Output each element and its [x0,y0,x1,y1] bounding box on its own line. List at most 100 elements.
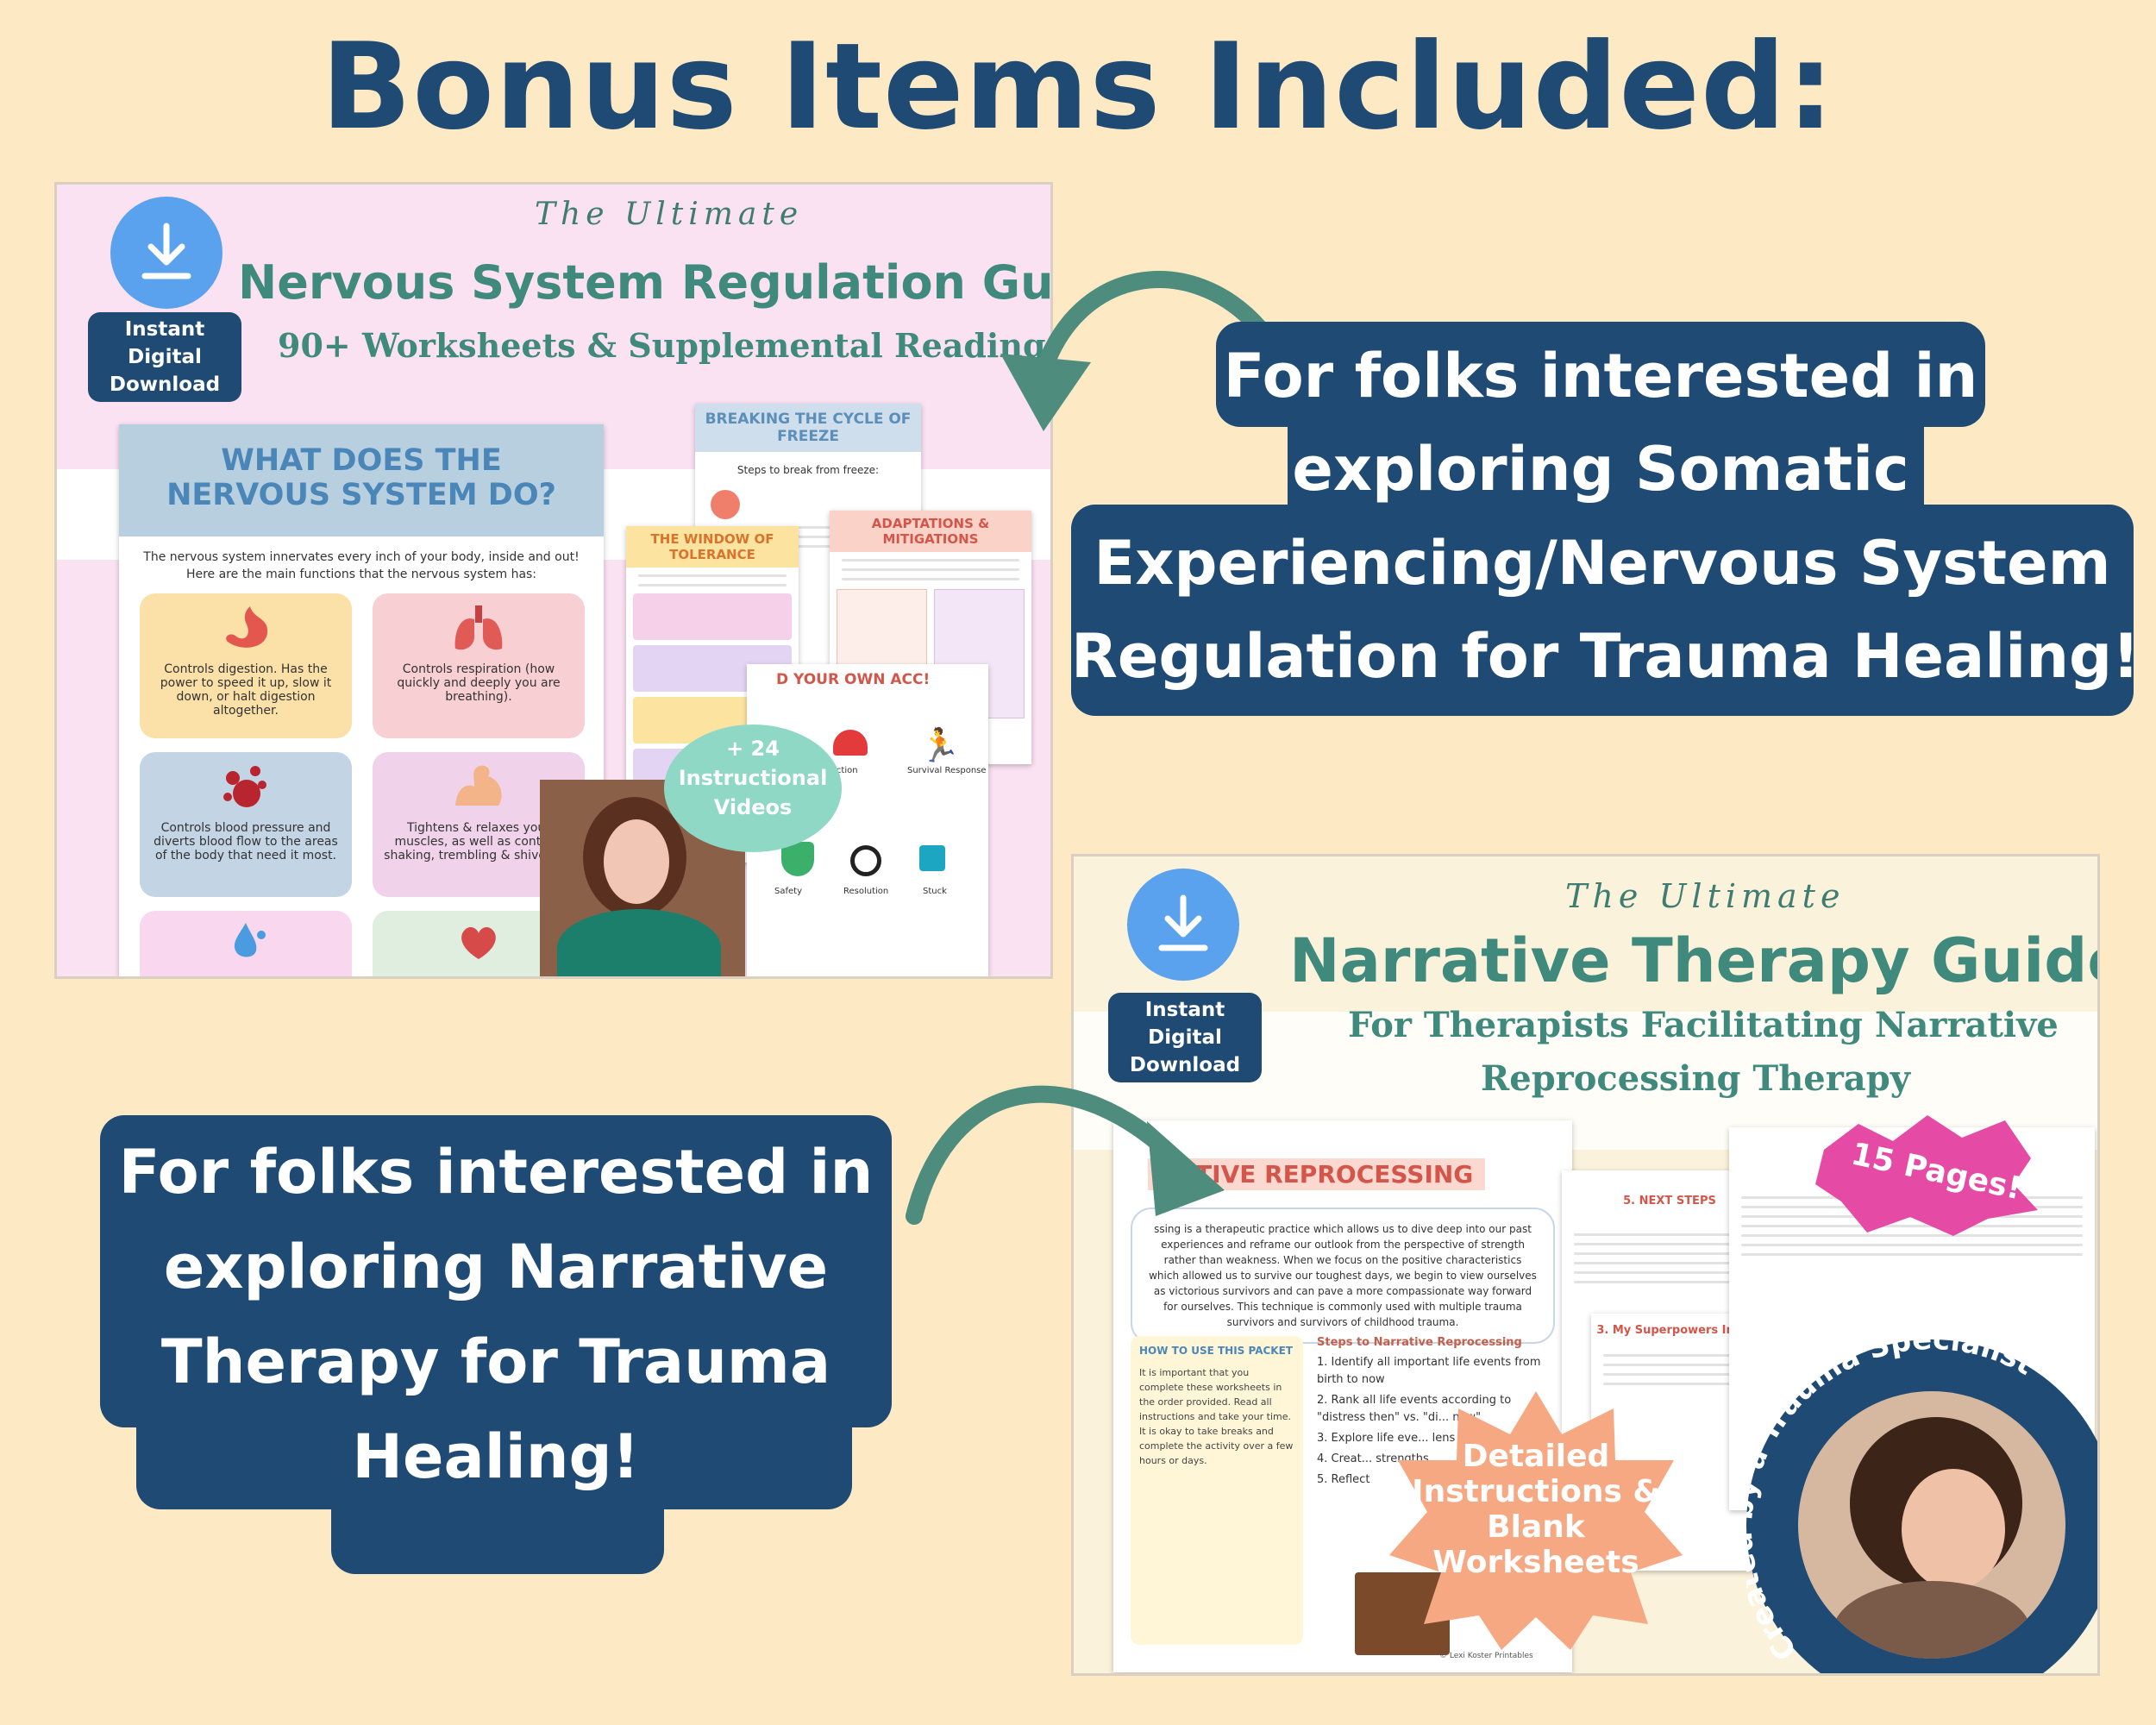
instructions-line: Blank [1487,1509,1585,1545]
sheet-title: NERVOUS SYSTEM DO? [166,478,556,512]
worksheet-narrative-reprocessing: RATIVE REPROCESSING ssing is a therapeut… [1113,1120,1572,1672]
instructions-starburst [1389,1391,1683,1650]
badge-line: Download [1129,1054,1241,1076]
somatic-line: Regulation for Trauma Healing! [1071,621,2140,692]
sheet-title: BREAKING THE CYCLE OF FREEZE [705,411,912,445]
running-person-icon: 🏃 [919,726,961,764]
specialist-badge [1746,1339,2097,1673]
narrative-line: Healing! [352,1421,640,1492]
worksheet-nervous-system: WHAT DOES THE NERVOUS SYSTEM DO? The ner… [119,424,604,976]
nervous-system-guide-card[interactable]: Instant Digital Download The Ultimate Ne… [57,185,1050,976]
svg-text:Created by a Trauma Specialist: Created by a Trauma Specialist [1746,1339,2040,1667]
specialist-photo [1798,1391,2065,1659]
sheet-title: RATIVE REPROCESSING [1148,1158,1486,1190]
step-item: 1. Identify all important life events fr… [1317,1356,1541,1386]
guide-title: Narrative Therapy Guide [1289,925,2097,996]
somatic-bubble-bottom [1071,505,2134,716]
sheet-title: ADAPTATIONS & MITIGATIONS [871,516,990,547]
narrative-bubble-top [100,1115,892,1427]
tile-text: Controls blood pressure and diverts bloo… [154,821,338,862]
narrative-line: Therapy for Trauma [160,1327,831,1397]
face-shape [1902,1469,2005,1590]
instructions-line: Detailed [1462,1439,1610,1474]
sweat-drops-icon [234,923,266,957]
badge-line: Instant Digital [124,318,205,368]
acc-label: Resolution [843,887,889,896]
function-tile: Controls respiration (how quickly and de… [373,593,585,738]
shield-icon [781,842,814,876]
narrative-bubble-bottom [331,1466,664,1574]
steps-list: Steps to Narrative Reprocessing 1. Ident… [1317,1336,1558,1489]
function-tile: Controls blood pressure and diverts bloo… [140,752,352,897]
tile-text: Controls respiration (how quickly and de… [397,662,561,704]
blood-cells-icon [223,766,266,807]
sheet-title: D YOUR OWN ACC! [747,664,988,688]
tile-text: Tightens & relaxes your muscles, as well… [384,821,573,862]
curved-arrow-icon [906,1085,1225,1225]
download-icon [110,197,222,309]
sheet-header: WHAT DOES THE NERVOUS SYSTEM DO? [119,424,604,536]
heart-organ-icon [461,927,496,959]
instructions-line: Instructions & [1412,1474,1660,1509]
download-icon [1127,869,1239,981]
page-title: Bonus Items Included: [321,17,1835,156]
face-shape [604,819,669,904]
sheet-intro: Here are the main functions that the ner… [185,568,537,581]
acc-label: Survival Response [907,766,987,775]
sheet-intro: The nervous system innervates every inch… [143,550,580,564]
sheet-header: ADAPTATIONS & MITIGATIONS [830,511,1031,552]
shirt-shape [1833,1581,2031,1659]
tile-text: Controls digestion. Has the power to spe… [160,662,332,718]
zone-box [633,593,792,640]
videos-line: Instructional [678,766,828,790]
badge-line: Download [109,373,221,396]
guide-kicker: The Ultimate [1565,877,1846,915]
acc-label: Stuck [923,887,947,896]
howto-text: It is important that you complete these … [1139,1367,1294,1466]
instructions-line: Worksheets [1432,1545,1639,1580]
guide-subtitle: Reprocessing Therapy [1481,1058,1910,1099]
specialist-text: Created by a Trauma Specialist [1746,1339,2040,1667]
pages-starburst [1815,1115,2038,1236]
sheet-intro: ssing is a therapeutic practice which al… [1131,1208,1555,1344]
instant-download-badge: Instant Digital Download [88,312,241,402]
lungs-icon [454,605,503,650]
footer-credit: © Lexi Koster Printables [1439,1652,1533,1660]
function-tile: Controls digestion. Has the power to spe… [140,593,352,738]
guide-title: Nervous System Regulation Guide [238,255,1050,310]
sheet-header: BREAKING THE CYCLE OF FREEZE [695,404,921,452]
guide-subtitle: 90+ Worksheets & Supplemental Reading [278,326,1046,365]
videos-line: + 24 [726,737,780,761]
sheet-title: WHAT DOES THE [221,443,502,478]
sheet-title: 5. NEXT STEPS [1623,1195,1716,1208]
videos-line: Videos [713,795,793,819]
cycle-icon [850,845,881,876]
stomach-icon [226,606,268,648]
sheet-header: THE WINDOW OF TOLERANCE [626,526,799,568]
specialist-ring-text: Created by a Trauma Specialist [1746,1339,2040,1667]
howto-box: HOW TO USE THIS PACKET It is important t… [1131,1336,1303,1645]
step-item: 2. Rank all life events according to "di… [1317,1394,1512,1424]
howto-title: HOW TO USE THIS PACKET [1139,1345,1293,1357]
narrative-therapy-guide-card[interactable]: Instant Digital Download The Ultimate Na… [1074,856,2097,1673]
function-tile [140,911,352,976]
guide-subtitle: For Therapists Facilitating Narrative [1348,1005,2059,1045]
instant-download-badge: Instant Digital Download [1108,993,1262,1082]
narrative-line: exploring Narrative [163,1232,829,1302]
somatic-line: For folks interested in [1223,341,1978,411]
step-item: 5. Reflect [1317,1473,1370,1486]
instructions-label: Detailed Instructions & Blank Worksheets [1389,1439,1683,1580]
somatic-line: exploring Somatic [1292,434,1909,505]
muscle-arm-icon [455,765,502,806]
lock-icon [919,845,945,871]
alarm-icon [833,730,868,756]
somatic-bubble-top [1216,322,1985,427]
curved-arrow-icon [1000,271,1268,431]
videos-badge: + 24 Instructional Videos [664,724,842,852]
acc-label: Safety [774,887,802,896]
steps-title: Steps to Narrative Reprocessing [1317,1336,1522,1349]
sheet-text: Steps to break from freeze: [736,464,880,476]
somatic-line: Experiencing/Nervous System [1094,528,2111,599]
narrative-line: For folks interested in [118,1137,874,1208]
sheet-title: THE WINDOW OF TOLERANCE [650,531,774,562]
